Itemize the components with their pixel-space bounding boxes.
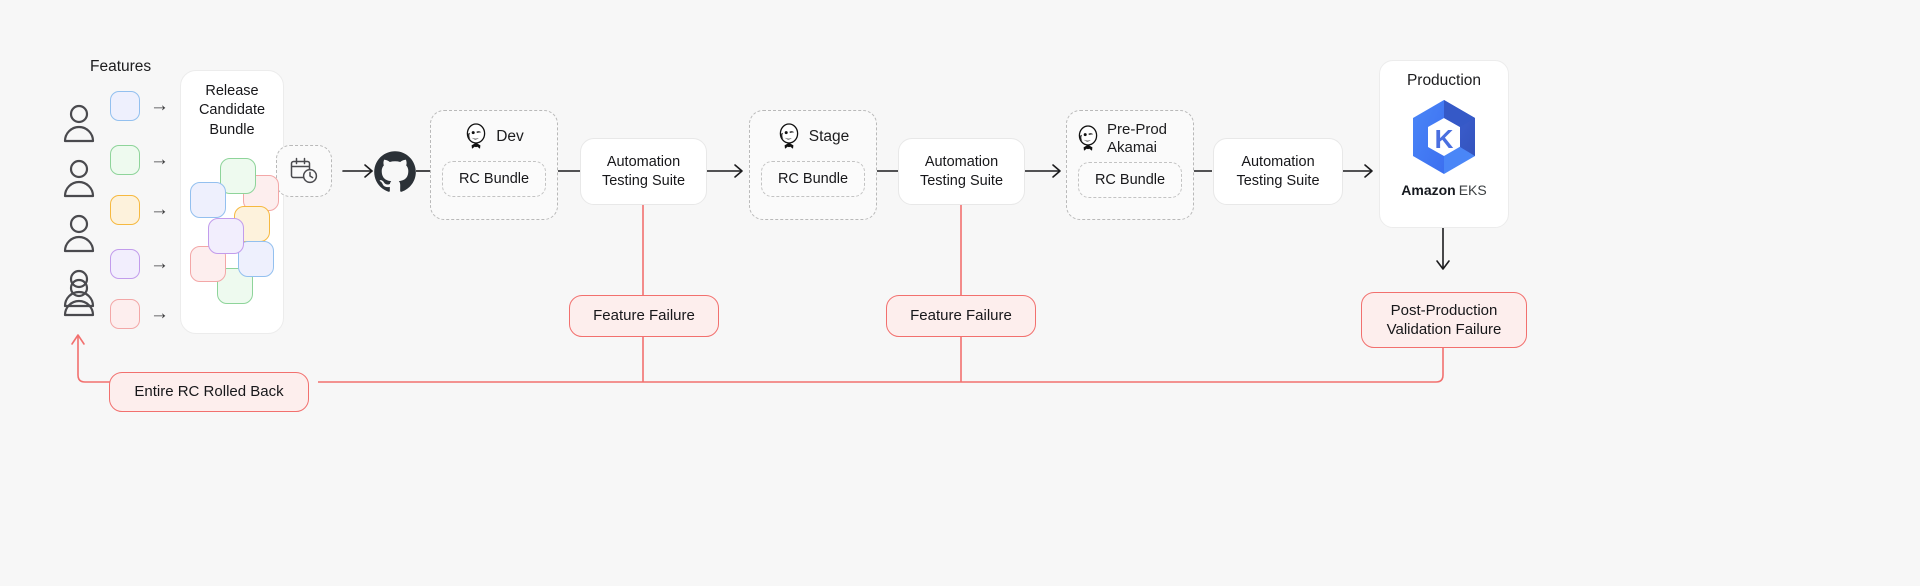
user-icon-4: [63, 269, 95, 308]
user-icon-2: [63, 159, 95, 198]
feature-arrow-1: →: [150, 95, 169, 116]
stage-label-line-2: Akamai: [1107, 138, 1158, 156]
stage-card-pre-prod-akamai[interactable]: Pre-Prod Akamai RC Bundle: [1066, 110, 1194, 220]
jenkins-icon: [779, 123, 798, 149]
feature-failure-dev[interactable]: Feature Failure: [569, 295, 719, 337]
entire-rc-rolled-back[interactable]: Entire RC Rolled Back: [109, 372, 309, 412]
post-prod-failure-line-1: Post-Production: [1390, 301, 1498, 319]
stage-label-line-1: Pre-Prod: [1107, 121, 1168, 138]
bundle-chip-cluster: [186, 156, 279, 306]
feature-arrow-2: →: [150, 149, 169, 170]
entire-rc-rolled-back-label: Entire RC Rolled Back: [134, 383, 284, 401]
calendar-clock-icon: [290, 157, 318, 184]
suite-line-2-dev: Testing Suite: [601, 172, 686, 189]
artifact-pill-dev[interactable]: RC Bundle: [442, 161, 546, 197]
release-candidate-bundle-card[interactable]: Release Candidate Bundle: [180, 70, 284, 334]
feature-failure-stage-label: Feature Failure: [910, 307, 1012, 325]
github-icon[interactable]: [373, 150, 417, 194]
stage-label-pre-prod-akamai: Pre-Prod Akamai: [1107, 121, 1167, 156]
production-title: Production: [1406, 72, 1482, 89]
feature-arrow-4: →: [150, 253, 169, 274]
stage-card-dev[interactable]: Dev RC Bundle: [430, 110, 558, 220]
artifact-label-dev: RC Bundle: [458, 171, 530, 187]
user-icon-1: [63, 104, 95, 143]
bundle-chip-blue-2: [238, 241, 274, 278]
automation-testing-suite-dev[interactable]: Automation Testing Suite: [580, 138, 707, 205]
artifact-label-pre-prod: RC Bundle: [1094, 172, 1166, 189]
eks-wordmark-bold: Amazon: [1401, 182, 1456, 198]
post-production-validation-failure[interactable]: Post-Production Validation Failure: [1361, 292, 1527, 348]
artifact-pill-stage[interactable]: RC Bundle: [761, 161, 865, 197]
bundle-chip-purple: [208, 218, 244, 255]
suite-line-2-preprod: Testing Suite: [1236, 172, 1320, 189]
features-header: Features: [90, 58, 152, 75]
stage-label-stage: Stage: [808, 128, 850, 145]
post-prod-failure-line-2: Validation Failure: [1386, 321, 1502, 338]
feature-failure-stage[interactable]: Feature Failure: [886, 295, 1036, 337]
stage-label-dev: Dev: [496, 128, 524, 145]
automation-testing-suite-stage[interactable]: Automation Testing Suite: [898, 138, 1025, 205]
eks-wordmark-light: EKS: [1458, 182, 1487, 198]
feature-square-blue[interactable]: [110, 91, 140, 121]
production-card[interactable]: Production K: [1379, 60, 1509, 228]
bundle-chip-blue: [190, 182, 226, 219]
bundle-chip-green: [220, 158, 256, 195]
feature-failure-dev-label: Feature Failure: [593, 307, 695, 325]
artifact-label-stage: RC Bundle: [777, 171, 849, 187]
suite-line-1-dev: Automation: [606, 153, 681, 170]
jenkins-icon: [466, 123, 486, 149]
release-candidate-bundle-title: Release Candidate Bundle: [198, 83, 266, 138]
amazon-eks-icon: K: [1413, 100, 1475, 174]
automation-testing-suite-preprod[interactable]: Automation Testing Suite: [1213, 138, 1343, 205]
feature-square-amber[interactable]: [110, 195, 140, 225]
eks-logo-letter: K: [1435, 124, 1454, 154]
user-icon-5: [63, 278, 95, 317]
suite-line-1-stage: Automation: [924, 153, 999, 170]
user-icon-3: [63, 214, 95, 253]
feature-arrow-3: →: [150, 199, 169, 220]
suite-line-1-preprod: Automation: [1241, 153, 1315, 170]
schedule-trigger-card[interactable]: [276, 145, 332, 197]
feature-square-green[interactable]: [110, 145, 140, 175]
suite-line-2-stage: Testing Suite: [919, 172, 1004, 189]
feature-arrow-5: →: [150, 303, 169, 324]
stage-card-stage[interactable]: Stage RC Bundle: [749, 110, 877, 220]
feature-square-pink[interactable]: [110, 299, 140, 329]
feature-square-purple[interactable]: [110, 249, 140, 279]
artifact-pill-pre-prod[interactable]: RC Bundle: [1078, 162, 1182, 199]
jenkins-icon: [1078, 125, 1098, 151]
